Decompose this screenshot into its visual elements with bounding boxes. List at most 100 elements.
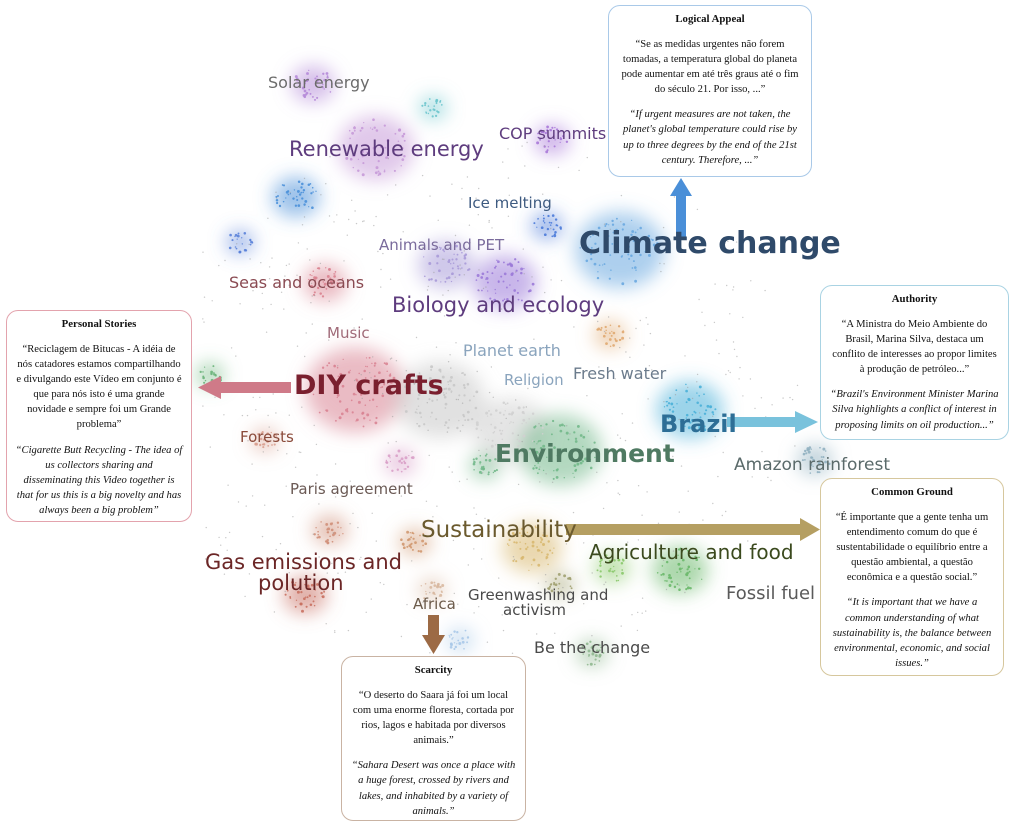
document-point <box>794 445 796 447</box>
document-point <box>532 558 536 562</box>
document-point <box>614 337 617 340</box>
document-point <box>614 378 616 380</box>
document-point <box>340 412 344 416</box>
document-point <box>717 475 719 478</box>
document-point <box>680 571 682 573</box>
document-point <box>605 554 608 557</box>
document-point <box>336 393 340 397</box>
document-point <box>328 267 331 271</box>
document-point <box>824 450 827 452</box>
document-point <box>599 564 602 567</box>
document-point <box>349 147 352 150</box>
document-point <box>557 572 561 576</box>
document-point <box>400 165 402 167</box>
document-point <box>205 526 207 529</box>
document-point <box>491 227 493 229</box>
document-point <box>355 394 357 396</box>
document-point <box>301 224 304 226</box>
document-point <box>472 458 475 461</box>
document-point <box>495 409 498 412</box>
document-point <box>292 197 295 200</box>
document-point <box>570 309 572 311</box>
document-point <box>331 562 333 565</box>
document-point <box>461 637 464 640</box>
document-point <box>257 433 260 436</box>
document-point <box>554 577 557 580</box>
document-point <box>459 248 462 251</box>
document-point <box>404 456 408 460</box>
document-point <box>484 517 486 520</box>
document-point <box>275 195 278 198</box>
document-point <box>404 467 407 470</box>
document-point <box>436 262 439 265</box>
document-point <box>510 421 512 423</box>
document-point <box>659 262 661 265</box>
document-point <box>300 590 303 594</box>
document-point <box>512 533 516 537</box>
document-point <box>821 459 823 461</box>
document-point <box>513 541 516 544</box>
document-point <box>542 543 545 546</box>
document-point <box>403 139 406 142</box>
document-point <box>544 574 547 576</box>
document-point <box>328 362 331 365</box>
document-point <box>545 473 547 475</box>
document-point <box>561 448 563 450</box>
document-point <box>388 374 392 377</box>
document-point <box>461 372 464 374</box>
document-point <box>375 129 379 132</box>
document-point <box>691 397 694 400</box>
document-point <box>212 365 215 368</box>
document-point <box>822 456 825 459</box>
document-point <box>352 166 355 169</box>
document-point <box>556 225 559 227</box>
document-point <box>354 210 356 212</box>
document-point <box>338 379 341 382</box>
document-point <box>500 238 502 241</box>
document-point <box>455 258 458 261</box>
document-point <box>587 649 591 653</box>
document-point <box>703 393 705 396</box>
scarcity-translation: “Sahara Desert was once a place with a h… <box>351 760 516 817</box>
document-point <box>306 596 309 599</box>
document-point <box>678 588 681 591</box>
document-point <box>314 279 317 281</box>
document-point <box>398 390 401 394</box>
document-point <box>542 532 545 534</box>
document-point <box>241 414 244 417</box>
document-point <box>663 401 665 403</box>
document-point <box>524 542 527 545</box>
document-point <box>621 571 624 575</box>
document-point <box>292 516 294 518</box>
document-point <box>348 218 350 221</box>
document-point <box>451 272 454 276</box>
document-point <box>591 652 595 656</box>
document-point <box>382 252 384 255</box>
document-point <box>617 559 620 562</box>
document-point <box>259 396 261 399</box>
label-animals-pet: Animals and PET <box>379 236 505 254</box>
document-point <box>277 449 279 451</box>
document-point <box>583 542 585 544</box>
document-point <box>540 424 542 427</box>
document-point <box>502 261 505 264</box>
document-point <box>431 386 434 390</box>
document-point <box>402 132 406 136</box>
document-point <box>310 583 314 587</box>
document-point <box>649 332 652 335</box>
document-point <box>696 392 698 394</box>
document-point <box>329 91 332 93</box>
document-point <box>517 406 521 410</box>
document-point <box>539 466 541 468</box>
document-point <box>702 425 705 429</box>
document-point <box>691 551 693 553</box>
document-point <box>334 419 337 422</box>
label-solar-energy: Solar energy <box>268 73 370 92</box>
document-point <box>442 392 445 394</box>
document-point <box>301 197 304 200</box>
document-point <box>549 549 552 552</box>
document-point <box>402 147 404 150</box>
document-point <box>403 468 406 470</box>
label-diy-crafts: DIY crafts <box>294 370 444 401</box>
